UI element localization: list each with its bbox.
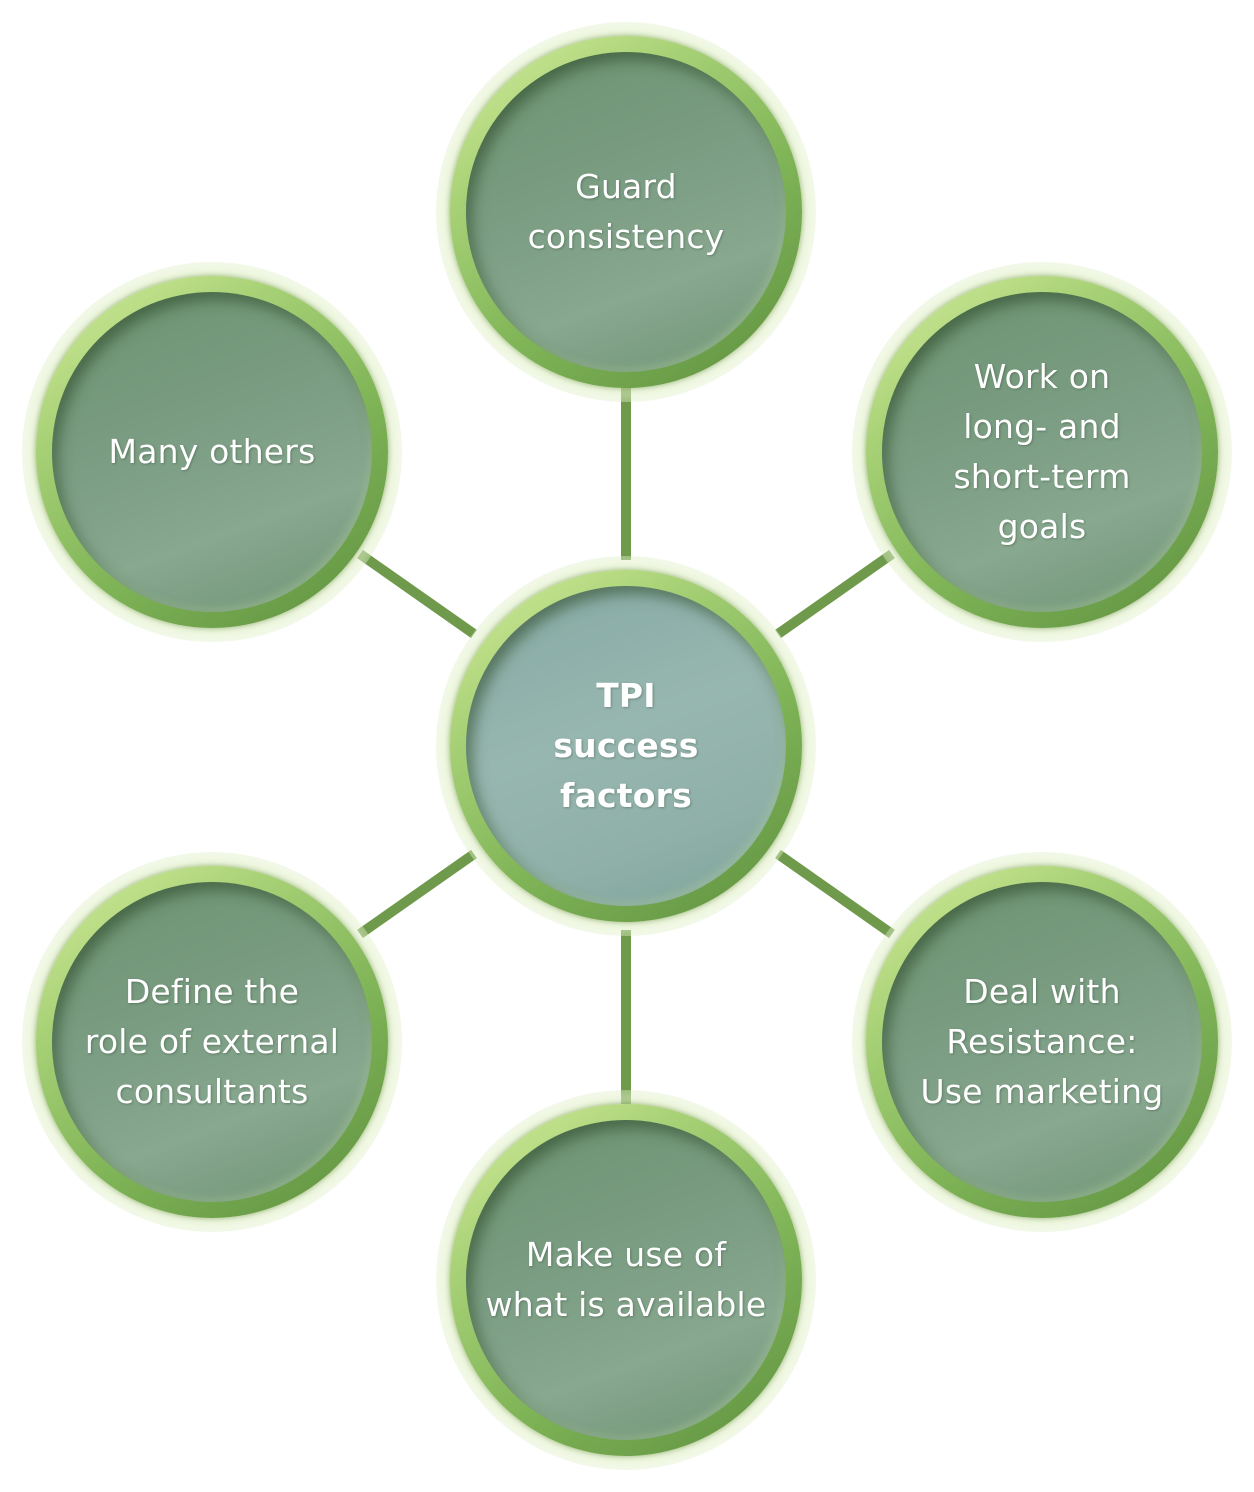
node-work-on-goals: Work on long- and short-term goals	[852, 262, 1232, 642]
connector-bottom-right	[775, 849, 895, 939]
node-define-external-consultants: Define the role of external consultants	[22, 852, 402, 1232]
node-body: Make use of what is available	[466, 1120, 786, 1440]
node-body: Define the role of external consultants	[52, 882, 372, 1202]
node-body: Guard consistency	[466, 52, 786, 372]
node-body: Deal with Resistance: Use marketing	[882, 882, 1202, 1202]
node-deal-with-resistance: Deal with Resistance: Use marketing	[852, 852, 1232, 1232]
node-make-use-of-available: Make use of what is available	[436, 1090, 816, 1470]
node-label: Work on long- and short-term goals	[953, 357, 1131, 546]
node-label: Make use of what is available	[485, 1235, 767, 1324]
node-guard-consistency: Guard consistency	[436, 22, 816, 402]
connector-bottom-left	[357, 849, 477, 939]
node-label: Define the role of external consultants	[84, 972, 340, 1111]
hub-body: TPI success factors	[466, 586, 786, 906]
connector-top-left	[357, 549, 477, 639]
node-many-others: Many others	[22, 262, 402, 642]
node-label: Many others	[108, 432, 316, 471]
connector-top-right	[775, 549, 895, 639]
node-body: Work on long- and short-term goals	[882, 292, 1202, 612]
hub-label: TPI success factors	[553, 676, 699, 815]
node-label: Guard consistency	[527, 167, 725, 256]
node-body: Many others	[52, 292, 372, 612]
hub-node: TPI success factors	[436, 556, 816, 936]
node-label: Deal with Resistance: Use marketing	[920, 972, 1164, 1111]
